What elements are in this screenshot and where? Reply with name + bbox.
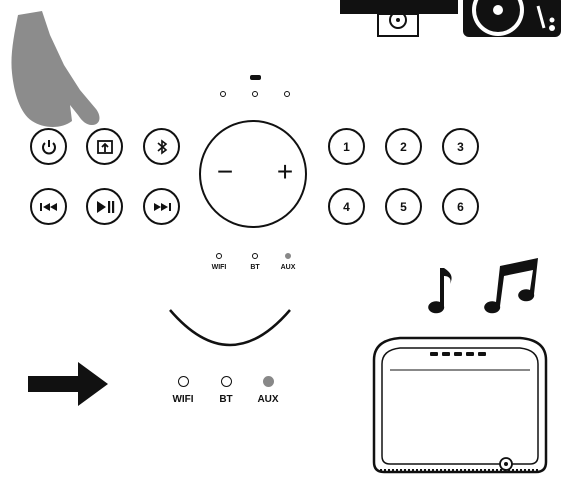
preset-label: 6 xyxy=(457,199,464,214)
power-button[interactable] xyxy=(30,128,67,165)
volume-up-button[interactable]: + xyxy=(276,156,294,187)
status-led xyxy=(284,91,290,97)
aux-label: AUX xyxy=(257,394,279,405)
hand-pointer-icon xyxy=(11,11,100,127)
wifi-label: WIFI xyxy=(172,394,194,405)
preset-button-6[interactable]: 6 xyxy=(442,188,479,225)
bt-label: BT xyxy=(219,394,233,405)
preset-label: 2 xyxy=(400,139,407,154)
source-button[interactable] xyxy=(86,128,123,165)
turntable-icon xyxy=(463,0,561,37)
next-track-button[interactable] xyxy=(143,188,180,225)
volume-down-button[interactable]: − xyxy=(216,156,234,187)
source-input-icon xyxy=(96,139,113,154)
power-icon xyxy=(41,139,56,154)
play-pause-button[interactable] xyxy=(86,188,123,225)
previous-track-button[interactable] xyxy=(30,188,67,225)
preset-label: 5 xyxy=(400,199,407,214)
bluetooth-button[interactable] xyxy=(143,128,180,165)
wifi-led xyxy=(216,253,222,259)
volume-dial[interactable] xyxy=(199,120,307,228)
preset-button-4[interactable]: 4 xyxy=(328,188,365,225)
bt-label: BT xyxy=(250,264,260,271)
aux-led xyxy=(285,253,291,259)
speaker-icon xyxy=(372,336,548,474)
dial-arc-zoom xyxy=(169,309,291,347)
aux-led xyxy=(263,376,274,387)
previous-track-icon xyxy=(39,202,57,211)
status-led-bar xyxy=(250,75,261,80)
cd-player-icon xyxy=(340,0,458,37)
wifi-led xyxy=(178,376,189,387)
preset-label: 4 xyxy=(343,199,350,214)
preset-button-1[interactable]: 1 xyxy=(328,128,365,165)
aux-label: AUX xyxy=(280,264,296,271)
preset-label: 1 xyxy=(343,139,350,154)
preset-label: 3 xyxy=(457,139,464,154)
preset-button-5[interactable]: 5 xyxy=(385,188,422,225)
bluetooth-icon xyxy=(156,138,167,155)
next-track-icon xyxy=(153,202,171,211)
bt-led xyxy=(221,376,232,387)
arrow-right-icon xyxy=(28,362,108,406)
status-led xyxy=(252,91,258,97)
music-notes-icon xyxy=(428,258,538,314)
play-pause-icon xyxy=(96,200,114,213)
wifi-label: WIFI xyxy=(211,264,227,271)
status-led xyxy=(220,91,226,97)
preset-button-3[interactable]: 3 xyxy=(442,128,479,165)
bt-led xyxy=(252,253,258,259)
preset-button-2[interactable]: 2 xyxy=(385,128,422,165)
